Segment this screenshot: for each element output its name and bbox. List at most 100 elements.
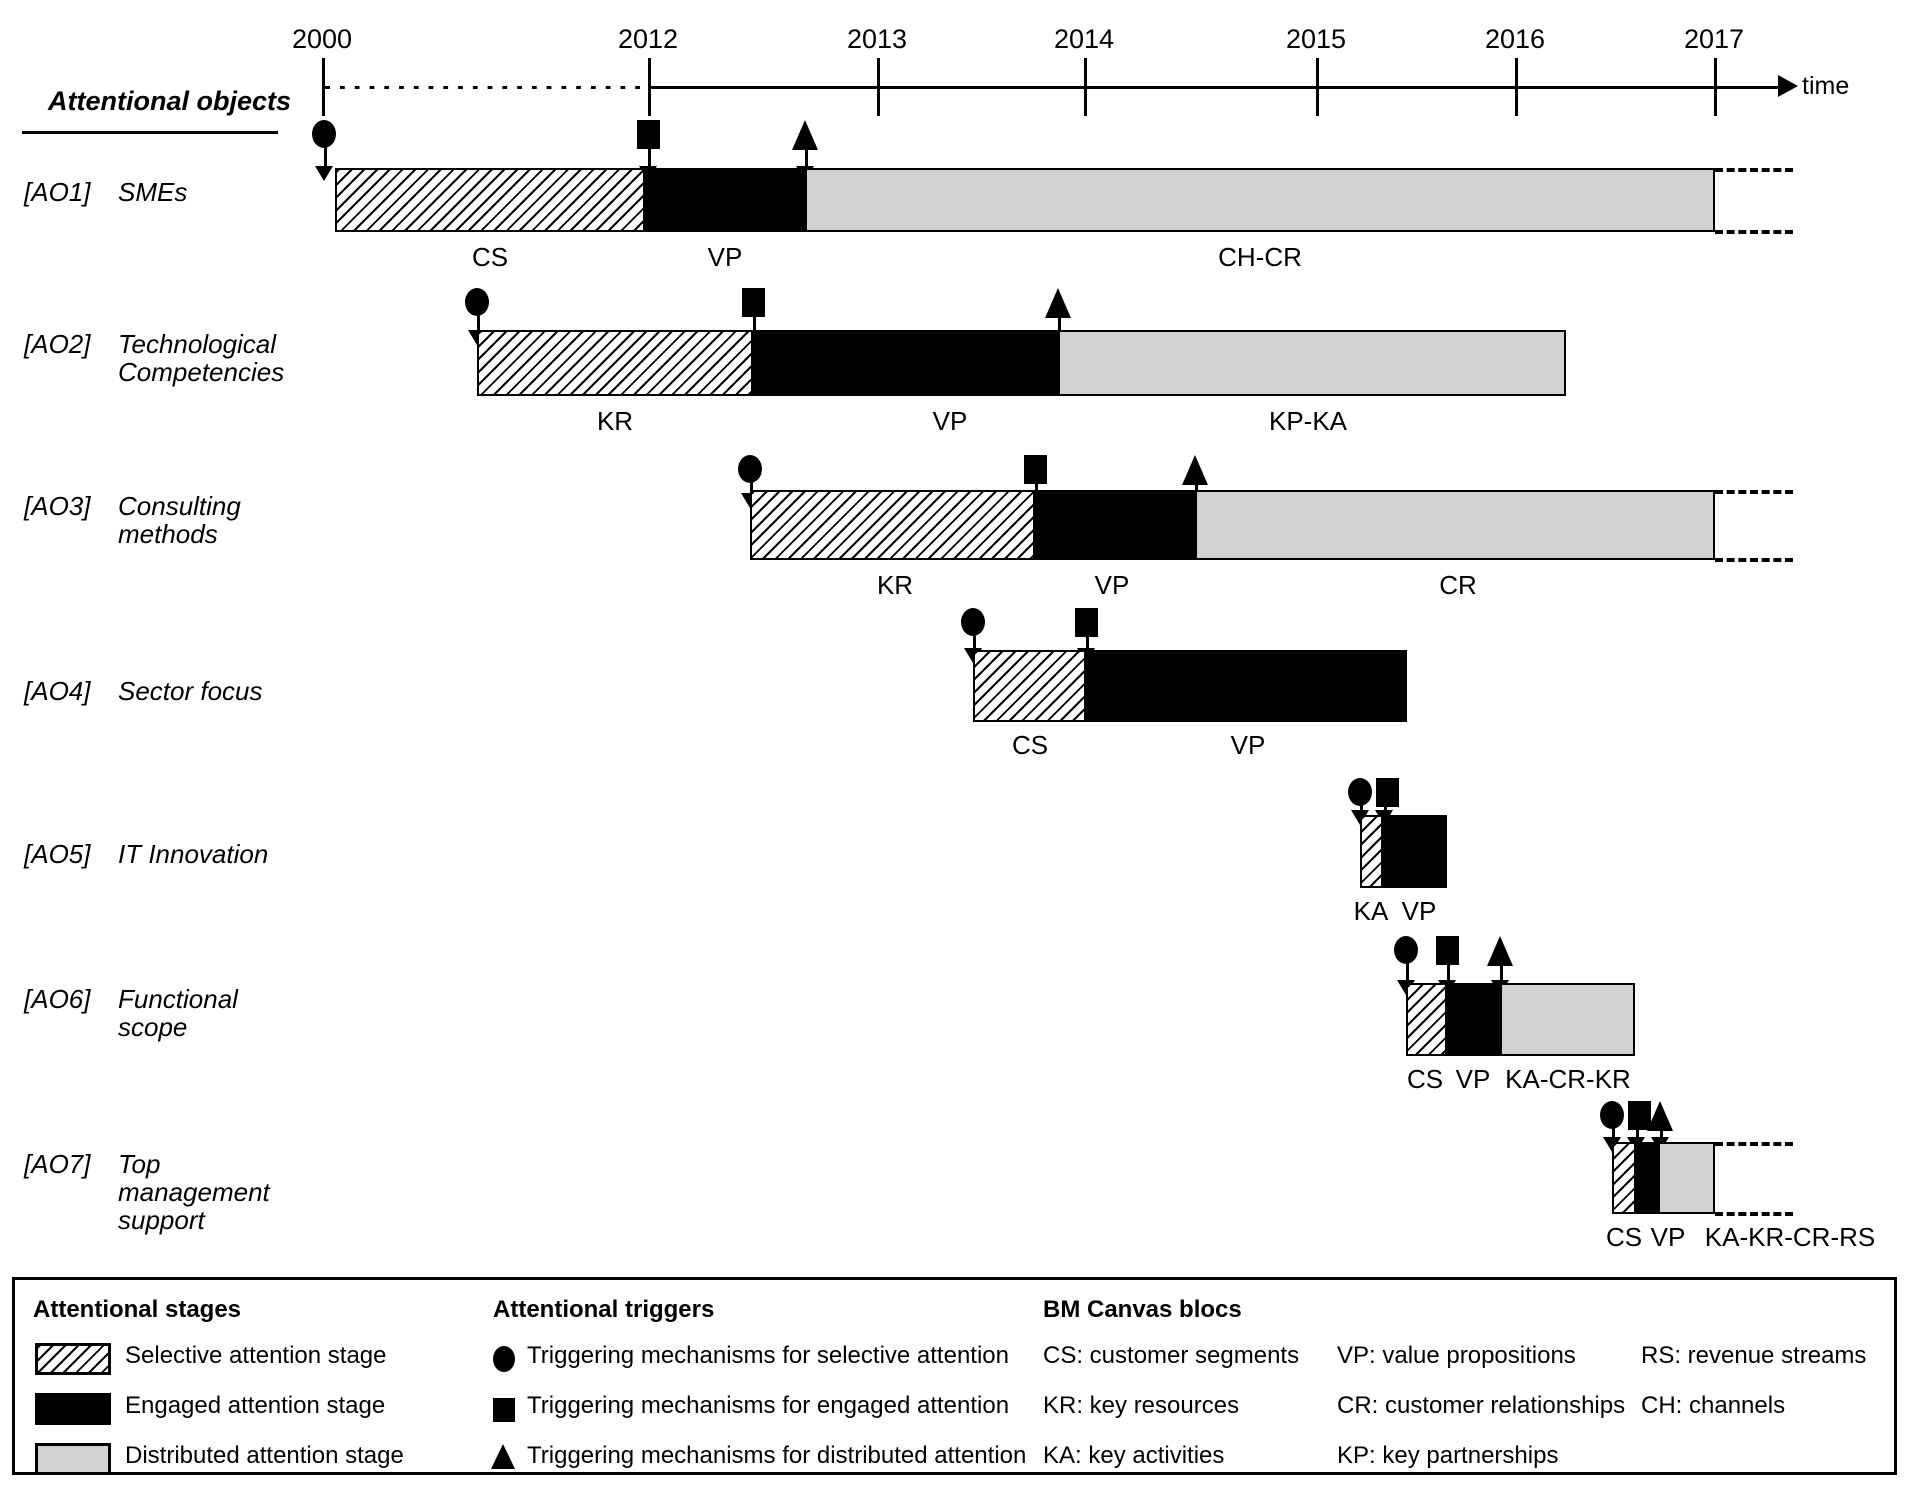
circle-icon: [1348, 778, 1372, 806]
caption-ao7-selective: CS: [1605, 1222, 1643, 1252]
caption-ao1-selective: CS: [471, 242, 509, 272]
row-name-ao6-line2: scope: [118, 1012, 188, 1043]
row-label-ao2: [AO2]Technological Competencies: [24, 330, 284, 386]
legend-swatch-distributed: [35, 1443, 111, 1475]
row-tag-ao7: [AO7]: [24, 1149, 91, 1179]
axis-tick-2013: [877, 58, 880, 116]
legend-canvas-kr: KR: key resources: [1043, 1392, 1240, 1419]
bar-ao7-continuation-top: [1715, 1142, 1793, 1146]
axis-tick-2017: [1714, 58, 1717, 116]
bar-ao3-distributed: [1195, 490, 1715, 560]
axis-tick-label-2015: 2015: [1285, 24, 1347, 54]
caption-ao3-distributed: CR: [1439, 570, 1477, 600]
row-label-ao5: [AO5]IT Innovation: [24, 840, 268, 868]
legend-canvas-vp: VP: value propositions: [1337, 1342, 1576, 1369]
legend-canvas-cs: CS: customer segments: [1043, 1342, 1300, 1369]
bar-ao1-distributed: [805, 168, 1715, 232]
caption-ao3-engaged: VP: [1094, 570, 1130, 600]
caption-ao4-selective: CS: [1011, 730, 1049, 760]
caption-ao7-distributed: KA-KR-CR-RS: [1704, 1222, 1876, 1252]
drop-stem: [805, 150, 808, 170]
time-axis-line: [322, 86, 1782, 89]
axis-tick-2000: [322, 58, 325, 116]
drop-stem: [1035, 481, 1038, 497]
triangle-icon: [792, 120, 818, 150]
bar-ao1-selective: [335, 168, 645, 232]
drop-stem: [1406, 962, 1409, 984]
drop-stem: [1447, 962, 1450, 984]
drop-stem: [1660, 1131, 1663, 1141]
axis-tick-2016: [1515, 58, 1518, 116]
bar-ao3-engaged: [1035, 490, 1195, 560]
circle-icon: [312, 120, 336, 148]
row-name-ao3: Consulting: [118, 491, 241, 521]
caption-ao6-engaged: VP: [1455, 1064, 1491, 1094]
row-name-ao1: SMEs: [118, 177, 188, 207]
row-label-ao7: [AO7]Top management support: [24, 1150, 270, 1234]
circle-icon: [1600, 1101, 1624, 1129]
legend-trigger-label-engaged: Triggering mechanisms for engaged attent…: [527, 1392, 1010, 1419]
row-label-ao3: [AO3]Consulting methods: [24, 492, 241, 548]
caption-ao6-selective: CS: [1406, 1064, 1444, 1094]
row-name-ao4: Sector focus: [118, 676, 263, 706]
caption-ao2-selective: KR: [596, 406, 634, 436]
row-label-ao6: [AO6]Functional scope: [24, 985, 238, 1041]
legend-panel: Attentional stages Selective attention s…: [12, 1277, 1897, 1475]
legend-canvas-title: BM Canvas blocs: [1043, 1296, 1242, 1323]
legend-stages-title: Attentional stages: [33, 1296, 242, 1323]
bar-ao7-distributed: [1658, 1142, 1715, 1214]
legend-canvas-cr: CR: customer relationships: [1337, 1392, 1626, 1419]
row-name-ao7-line3: support: [118, 1205, 205, 1236]
bar-ao1-continuation-top: [1715, 168, 1793, 172]
drop-stem: [1636, 1127, 1639, 1141]
drop-stem: [1360, 804, 1363, 814]
drop-stem: [1384, 804, 1387, 814]
circle-icon: [465, 288, 489, 316]
caption-ao4-engaged: VP: [1230, 730, 1266, 760]
legend-circle-icon: [493, 1346, 515, 1372]
legend-stage-label-engaged: Engaged attention stage: [125, 1392, 386, 1419]
circle-icon: [1394, 936, 1418, 964]
time-axis-label: time: [1802, 72, 1850, 100]
row-name-ao6: Functional: [118, 984, 238, 1014]
row-name-ao2: Technological: [118, 329, 277, 359]
bar-ao2-engaged: [753, 330, 1058, 396]
bar-ao7-engaged: [1636, 1142, 1658, 1214]
drop-stem: [1086, 634, 1089, 652]
circle-icon: [738, 455, 762, 483]
bar-ao4-engaged: [1086, 650, 1407, 722]
bar-ao5-engaged: [1383, 815, 1447, 888]
bar-ao4-selective: [973, 650, 1086, 722]
bar-ao3-continuation-top: [1715, 490, 1793, 494]
bar-ao7-selective: [1612, 1142, 1636, 1214]
row-tag-ao2: [AO2]: [24, 329, 91, 359]
caption-ao6-distributed: KA-CR-KR: [1505, 1064, 1631, 1094]
square-icon: [1436, 936, 1459, 965]
bar-ao3-selective: [750, 490, 1035, 560]
legend-square-icon: [493, 1398, 515, 1422]
axis-tick-label-2012: 2012: [617, 24, 679, 54]
legend-stage-label-distributed: Distributed attention stage: [125, 1442, 404, 1469]
legend-triggers-title: Attentional triggers: [493, 1296, 715, 1323]
drop-stem: [324, 146, 327, 170]
time-axis-break-dashes: [330, 85, 650, 90]
caption-ao2-distributed: KP-KA: [1268, 406, 1348, 436]
axis-tick-label-2014: 2014: [1053, 24, 1115, 54]
triangle-icon: [1487, 936, 1513, 966]
drop-stem: [477, 314, 480, 334]
row-tag-ao4: [AO4]: [24, 676, 91, 706]
row-label-ao4: [AO4] Sector focus: [24, 677, 263, 705]
triangle-icon: [1045, 288, 1071, 318]
axis-tick-label-2000: 2000: [291, 24, 353, 54]
triangle-icon: [1182, 455, 1208, 485]
heading-divider: [22, 131, 278, 134]
bar-ao5-selective: [1360, 815, 1383, 888]
drop-stem: [1058, 318, 1061, 332]
row-name-ao5: IT Innovation: [118, 839, 269, 869]
triangle-icon: [1647, 1101, 1673, 1131]
bar-ao1-continuation-bottom: [1715, 230, 1793, 234]
caption-ao2-engaged: VP: [932, 406, 968, 436]
row-label-ao1: [AO1]SMEs: [24, 178, 187, 206]
legend-trigger-label-distributed: Triggering mechanisms for distributed at…: [527, 1442, 1027, 1469]
square-icon: [742, 288, 765, 317]
